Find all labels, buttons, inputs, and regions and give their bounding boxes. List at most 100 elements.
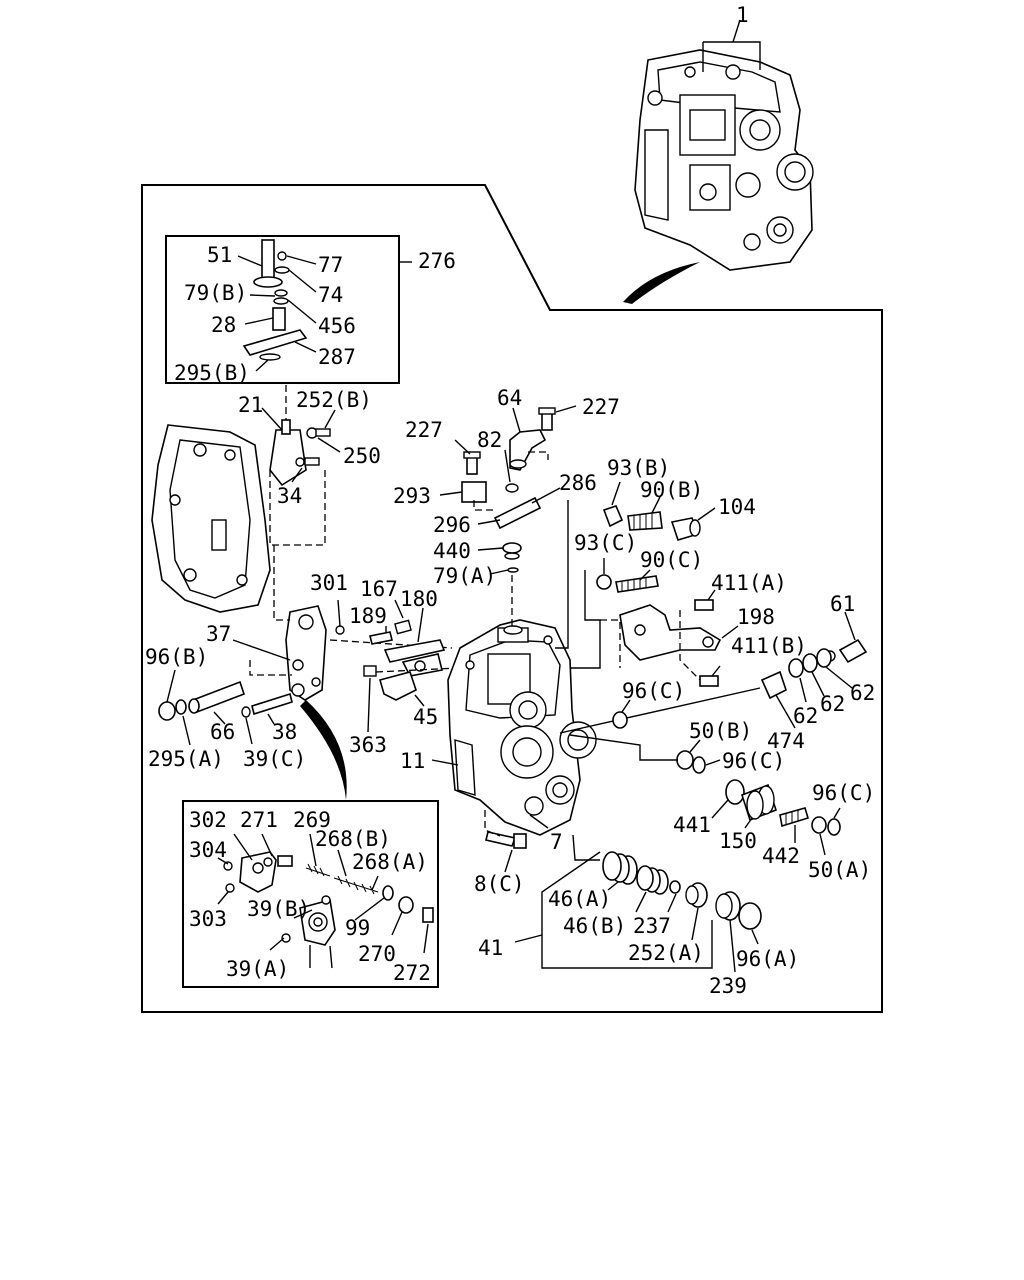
label-239: 239 [709, 974, 747, 998]
label-96c-mid: 96(C) [722, 749, 785, 773]
label-227-right: 227 [582, 395, 620, 419]
label-93b: 93(B) [607, 456, 670, 480]
label-303: 303 [189, 907, 227, 931]
label-252a: 252(A) [628, 941, 704, 965]
label-99: 99 [345, 916, 370, 940]
label-270: 270 [358, 942, 396, 966]
label-8c: 8(C) [474, 872, 525, 896]
label-441: 441 [673, 813, 711, 837]
label-46a: 46(A) [548, 887, 611, 911]
plug-and-washers [760, 638, 868, 700]
label-90b: 90(B) [640, 478, 703, 502]
label-440: 440 [433, 539, 471, 563]
bolt-8c [485, 831, 527, 849]
label-11: 11 [400, 749, 425, 773]
label-268b: 268(B) [315, 827, 391, 851]
label-34: 34 [277, 484, 302, 508]
label-62-mid: 62 [820, 692, 845, 716]
label-250: 250 [343, 444, 381, 468]
washer-96c-mid [692, 756, 706, 774]
label-150: 150 [719, 829, 757, 853]
label-474: 474 [767, 729, 805, 753]
label-104: 104 [718, 495, 756, 519]
control-lever-parts [461, 407, 556, 573]
label-272: 272 [393, 961, 431, 985]
label-293: 293 [393, 484, 431, 508]
view-arrow-lever [300, 700, 347, 800]
bushing-group [725, 779, 841, 836]
label-51: 51 [207, 243, 232, 267]
label-74: 74 [318, 283, 343, 307]
label-180: 180 [400, 587, 438, 611]
label-61: 61 [830, 592, 855, 616]
label-96b: 96(B) [145, 645, 208, 669]
governor-link-parts [335, 619, 446, 701]
nut-50b [676, 750, 694, 770]
label-1: 1 [736, 3, 749, 27]
washer-96c-upper [612, 711, 628, 729]
label-295a: 295(A) [148, 747, 224, 771]
label-37: 37 [206, 622, 231, 646]
label-189: 189 [349, 604, 387, 628]
label-456: 456 [318, 314, 356, 338]
label-39c: 39(C) [243, 747, 306, 771]
adjust-screw-group-b [602, 505, 701, 541]
label-77: 77 [318, 253, 343, 277]
label-237: 237 [633, 914, 671, 938]
label-411b: 411(B) [731, 634, 807, 658]
main-frame [141, 184, 883, 1013]
governor-sub-frame [165, 235, 400, 384]
label-28: 28 [211, 313, 236, 337]
governor-lever-assembly [285, 605, 327, 701]
label-268a: 268(A) [352, 850, 428, 874]
complete-pump-assembly [634, 49, 814, 271]
label-363: 363 [349, 733, 387, 757]
label-46b: 46(B) [563, 914, 626, 938]
label-7: 7 [550, 830, 563, 854]
plunger-group-bracket [541, 851, 713, 969]
label-227-left: 227 [405, 418, 443, 442]
label-45: 45 [413, 705, 438, 729]
label-39b: 39(B) [247, 897, 310, 921]
label-90c: 90(C) [640, 548, 703, 572]
main-pump-housing [447, 619, 597, 836]
label-442: 442 [762, 844, 800, 868]
label-269: 269 [293, 808, 331, 832]
label-304: 304 [189, 838, 227, 862]
governor-housing-cover [151, 424, 271, 613]
part-labels: 1 51 77 276 74 79(B) 456 28 287 295(B) 2… [145, 3, 875, 998]
plunger-group-41 [602, 851, 762, 930]
label-38: 38 [272, 720, 297, 744]
label-41: 41 [478, 936, 503, 960]
label-167: 167 [360, 577, 398, 601]
label-96c-lower: 96(C) [812, 781, 875, 805]
governor-shaft-assembly [242, 239, 308, 361]
view-arrow-top [623, 262, 700, 304]
label-198: 198 [737, 605, 775, 629]
adjust-screw-group-c [596, 574, 659, 593]
label-411a: 411(A) [711, 571, 787, 595]
label-82: 82 [477, 428, 502, 452]
label-252b: 252(B) [296, 388, 372, 412]
label-302: 302 [189, 808, 227, 832]
label-66: 66 [210, 720, 235, 744]
label-50b: 50(B) [689, 719, 752, 743]
label-271: 271 [240, 808, 278, 832]
label-96c-upper: 96(C) [622, 679, 685, 703]
label-301: 301 [310, 571, 348, 595]
label-62-right: 62 [850, 681, 875, 705]
label-93c: 93(C) [574, 531, 637, 555]
lever-21 [269, 419, 331, 487]
label-62-left: 62 [793, 704, 818, 728]
label-79a: 79(A) [433, 564, 496, 588]
label-39a: 39(A) [226, 957, 289, 981]
label-276: 276 [418, 249, 456, 273]
lever-shaft-group [158, 680, 293, 721]
label-79b: 79(B) [184, 281, 247, 305]
label-64: 64 [497, 386, 522, 410]
label-295b: 295(B) [174, 361, 250, 385]
label-50a: 50(A) [808, 858, 871, 882]
label-286: 286 [559, 471, 597, 495]
label-296: 296 [433, 513, 471, 537]
